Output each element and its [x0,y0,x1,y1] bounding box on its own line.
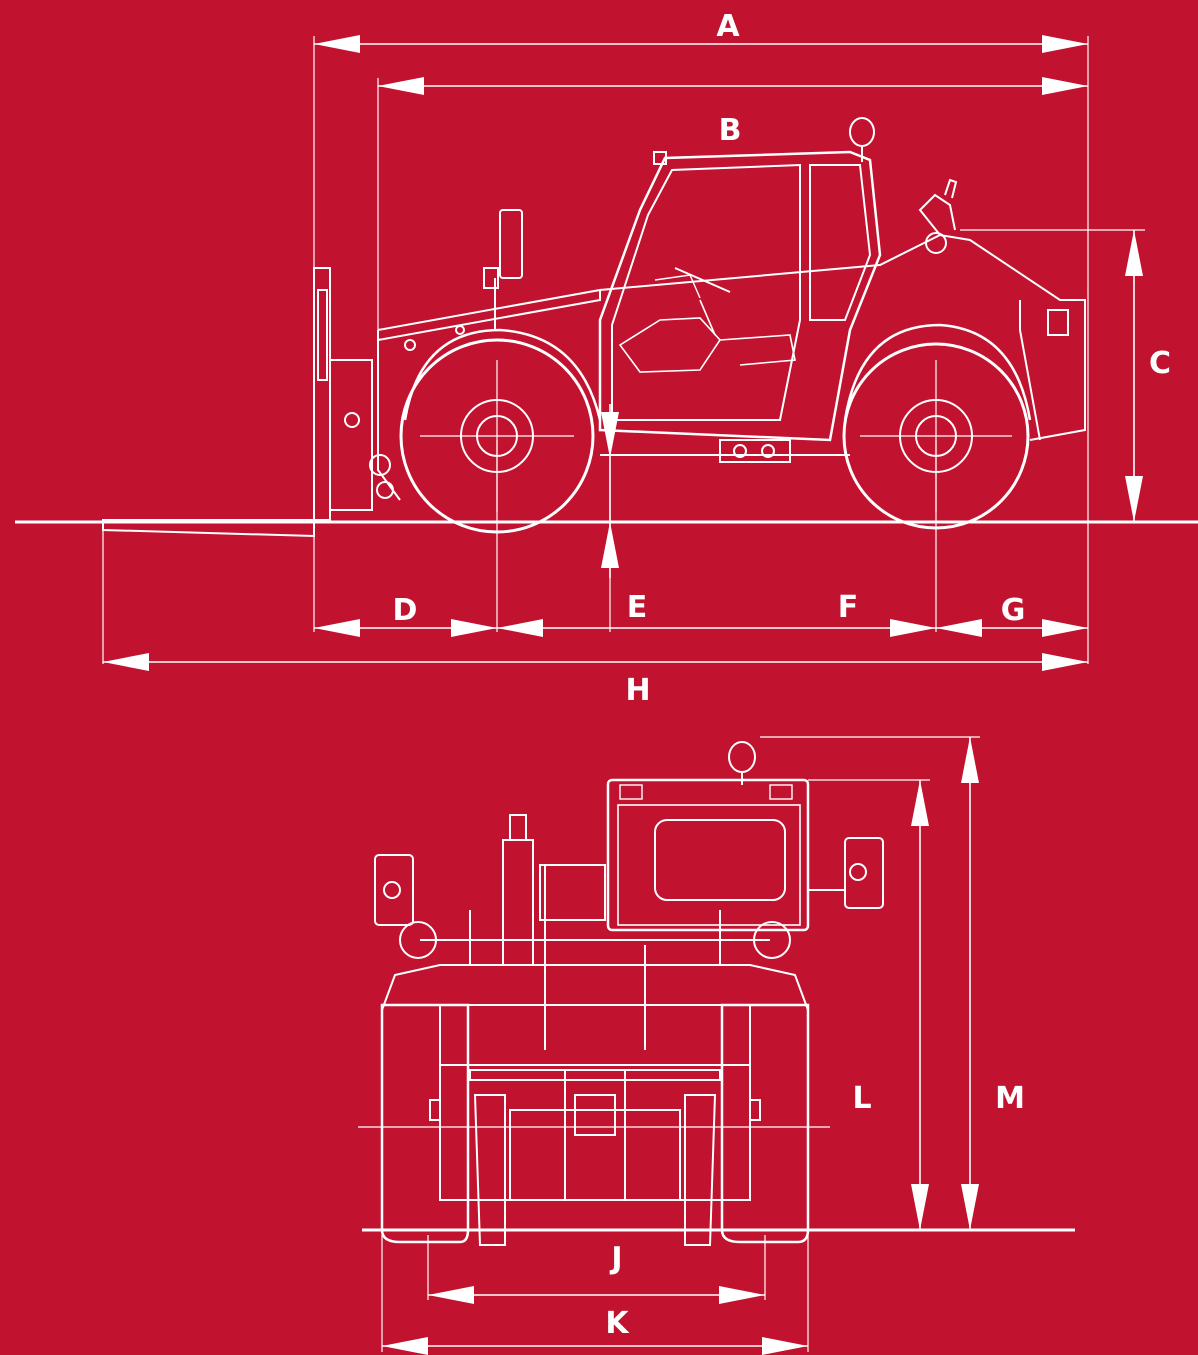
front-cab [606,778,810,932]
front-extension-lines [358,736,980,1352]
front-arrowheads [382,737,979,1355]
dimension-label-m: M [995,1081,1025,1116]
front-wheels [380,1003,810,1244]
dimension-label-k: K [605,1306,630,1341]
side-forks [102,267,394,538]
side-front-wheel [399,328,602,534]
dimension-label-l: L [852,1081,871,1116]
front-beacon [728,741,756,785]
side-arrowheads [103,35,1143,671]
front-view: J K L M [358,736,1075,1355]
front-engine [420,814,770,1050]
side-dimension-lines [103,43,1135,663]
side-view: A B C D E F G H [15,9,1198,708]
dimension-label-e: E [627,590,648,625]
side-beacon [653,117,875,165]
dimension-label-j: J [609,1241,622,1276]
dimension-label-h: H [625,673,650,708]
dimension-label-g: G [1001,593,1026,628]
front-dimension-lines [382,737,971,1347]
side-body [377,178,1086,501]
side-rear-wheel [842,323,1032,530]
dimension-label-c: C [1149,346,1171,381]
dimension-label-b: B [719,113,742,148]
front-mirrors [374,837,884,926]
dimension-label-d: D [393,593,418,628]
side-cab [598,150,882,442]
dimension-label-a: A [716,9,740,44]
front-headlights [399,921,791,959]
front-body [381,964,809,1246]
side-mirror [483,209,523,330]
dimension-label-f: F [838,590,859,625]
